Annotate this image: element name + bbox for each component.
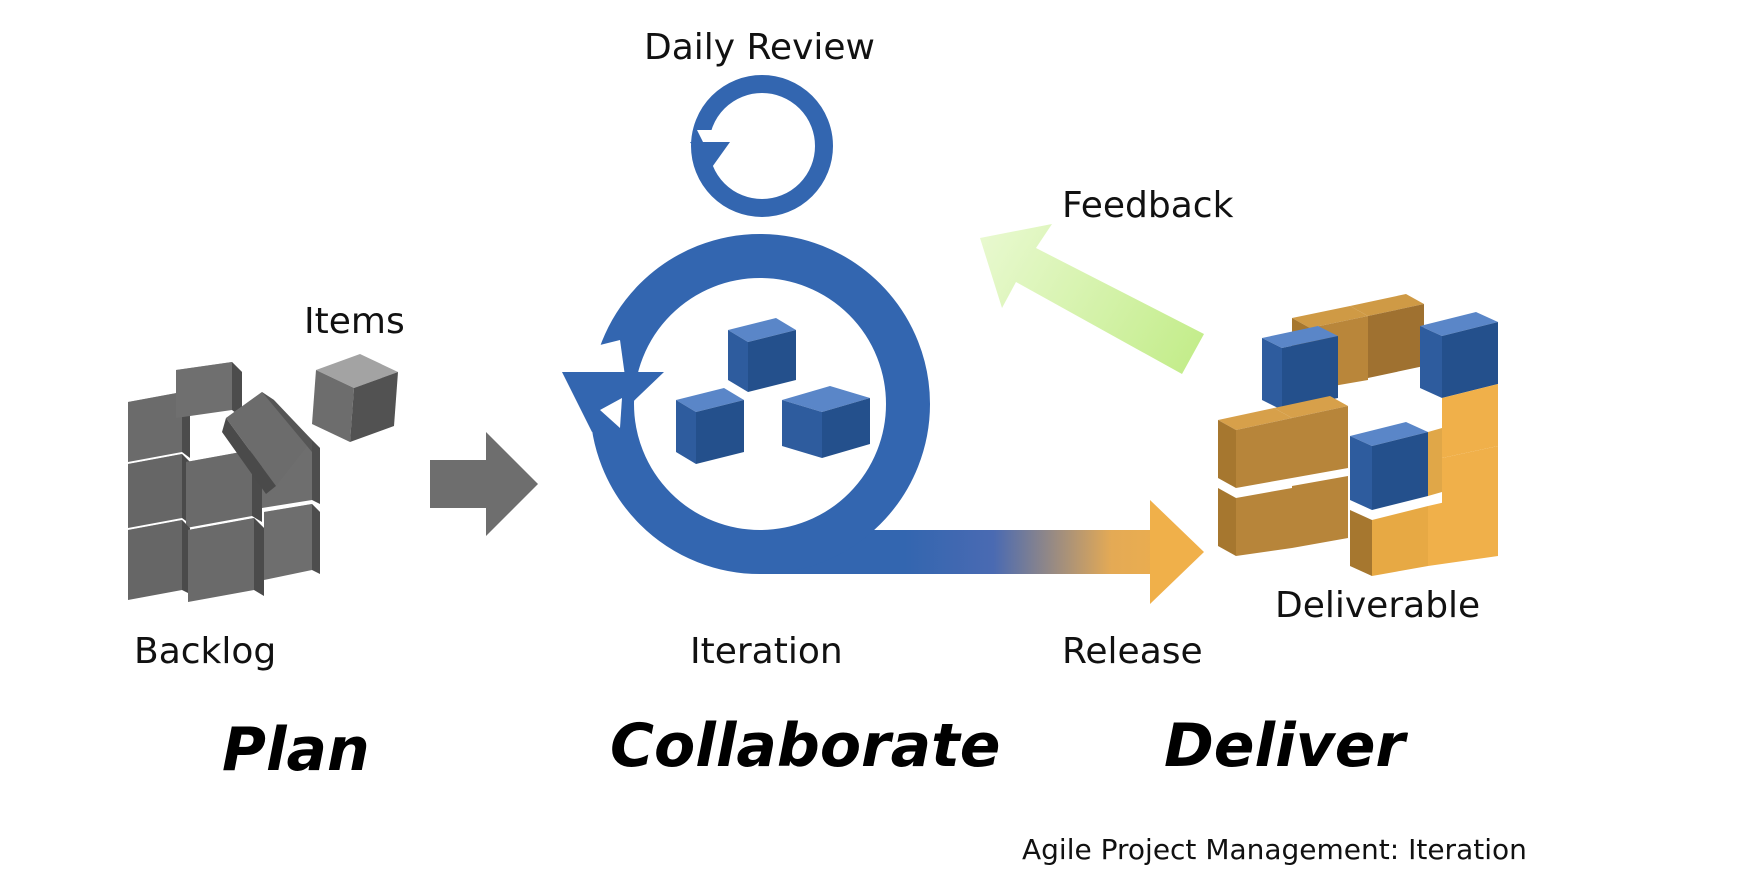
daily-review-loop — [690, 75, 833, 217]
orange-cube — [1442, 384, 1498, 458]
feedback-arrow — [980, 224, 1204, 374]
backlog-cubes — [128, 354, 398, 602]
iteration-loop — [560, 234, 1204, 604]
orange-cube — [1218, 488, 1292, 556]
blue-cube — [1350, 422, 1428, 510]
backlog-cube — [128, 454, 190, 528]
items-label: Items — [304, 301, 405, 342]
backlog-label: Backlog — [134, 631, 277, 672]
iteration-arrowhead — [562, 372, 664, 432]
deliverable-label: Deliverable — [1275, 585, 1481, 626]
blue-cube — [1262, 326, 1338, 410]
orange-cube — [1292, 476, 1348, 548]
orange-cube — [1428, 490, 1498, 566]
stage-collaborate: Collaborate — [610, 711, 1001, 781]
release-arrowhead — [1150, 500, 1204, 604]
iteration-cubes — [676, 318, 870, 464]
feedback-label: Feedback — [1062, 185, 1234, 226]
iteration-label: Iteration — [690, 631, 843, 672]
deliverable-cubes — [1218, 294, 1498, 576]
stage-plan: Plan — [222, 715, 370, 785]
blue-cube — [676, 388, 744, 464]
backlog-cube — [176, 362, 242, 418]
diagram-caption: Agile Project Management: Iteration — [1022, 833, 1527, 866]
stage-deliver: Deliver — [1164, 711, 1406, 781]
blue-cube — [728, 318, 796, 392]
backlog-cube — [264, 504, 320, 580]
release-label: Release — [1062, 631, 1203, 672]
blue-cube — [782, 386, 870, 458]
orange-cube — [1218, 408, 1292, 488]
item-cube — [312, 354, 398, 442]
backlog-cube — [188, 518, 264, 602]
plan-arrow — [430, 432, 538, 536]
daily-review-label: Daily Review — [644, 27, 875, 68]
backlog-cube — [128, 520, 190, 600]
orange-cube — [1274, 396, 1348, 478]
orange-cube — [1350, 294, 1424, 378]
blue-cube — [1420, 312, 1498, 398]
backlog-cube-tilted — [222, 392, 312, 494]
orange-cube — [1350, 506, 1428, 576]
